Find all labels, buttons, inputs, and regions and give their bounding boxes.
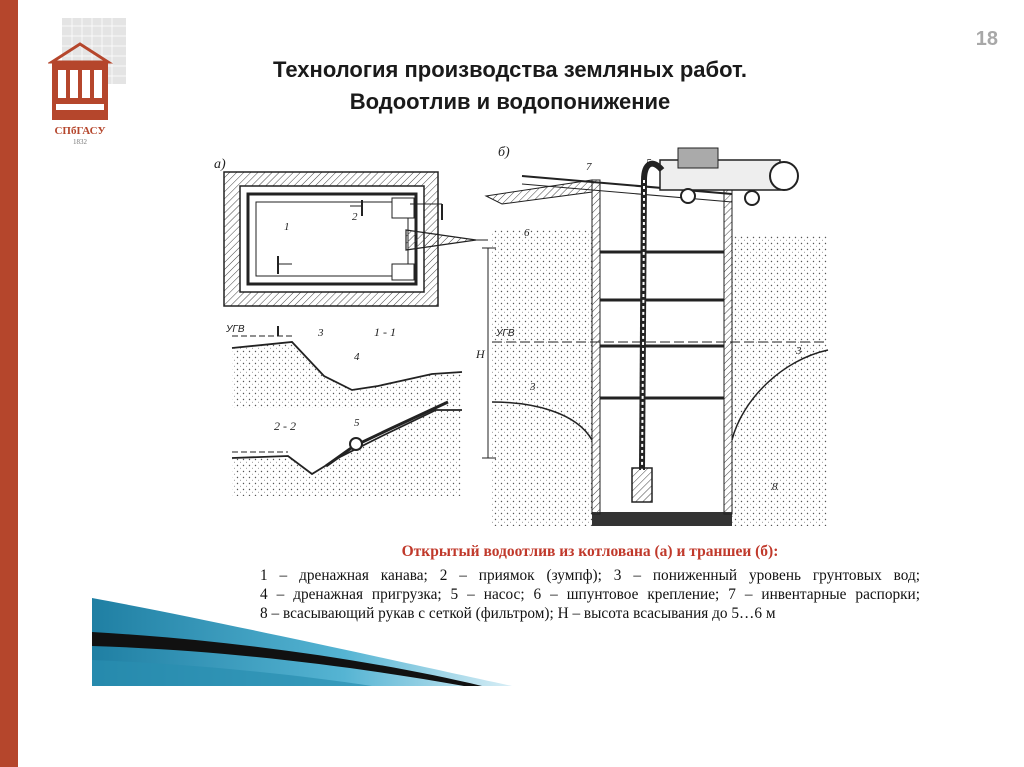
caption-line-3: 8 – всасывающий рукав с сеткой (фильтром… xyxy=(260,605,776,622)
trench-section xyxy=(482,147,829,526)
page-number: 18 xyxy=(975,28,998,50)
callout-4: 4 xyxy=(354,351,360,363)
callout-3-c: 3 xyxy=(795,345,802,357)
title-line-1: Технология производства земляных работ. xyxy=(273,57,747,82)
pump-unit xyxy=(641,147,799,206)
caption-line-2: 4 – дренажная пригрузка; 5 – насос; 6 – … xyxy=(260,586,920,603)
left-accent-bar xyxy=(0,0,18,767)
ugv-label-a: УГВ xyxy=(225,324,245,335)
figure-caption: Открытый водоотлив из котлована (а) и тр… xyxy=(260,542,920,623)
logo-text: СПбГАСУ xyxy=(54,125,105,137)
callout-8: 8 xyxy=(772,481,778,493)
callout-6: 6 xyxy=(524,227,530,239)
callout-3: 3 xyxy=(317,327,324,339)
callout-1: 1 xyxy=(284,221,290,233)
callout-3-b: 3 xyxy=(529,381,536,393)
callout-5-b: 5 xyxy=(646,157,652,169)
callout-7: 7 xyxy=(586,161,592,173)
plan-view xyxy=(223,171,488,307)
logo-year: 1832 xyxy=(73,138,88,146)
section-1-1-label: 1 - 1 xyxy=(374,325,396,339)
h-label: Н xyxy=(475,347,486,361)
dark-swoosh-stripe xyxy=(92,632,482,686)
section-2-2-label: 2 - 2 xyxy=(274,419,296,433)
section-2-2 xyxy=(231,400,462,496)
blue-swoosh xyxy=(92,598,512,686)
section-1-1 xyxy=(231,326,463,408)
caption-title: Открытый водоотлив из котлована (а) и тр… xyxy=(401,543,779,560)
panel-b-label: б) xyxy=(498,145,510,160)
callout-5-a: 5 xyxy=(354,417,360,429)
university-logo: СПбГАСУ 1832 xyxy=(46,16,130,148)
technical-figure: а) 1 2 УГВ 3 4 1 - 1 2 - 2 5 xyxy=(92,140,964,686)
slide-title: Технология производства земляных работ. … xyxy=(140,54,880,118)
caption-line-1: 1 – дренажная канава; 2 – приямок (зумпф… xyxy=(260,567,920,584)
title-line-2: Водоотлив и водопонижение xyxy=(349,89,671,114)
callout-2: 2 xyxy=(352,211,358,223)
panel-a-label: а) xyxy=(214,157,226,172)
ugv-label-b: УГВ xyxy=(495,328,515,339)
lower-swoosh xyxy=(92,660,372,686)
dewatering-diagram: а) 1 2 УГВ 3 4 1 - 1 2 - 2 5 xyxy=(92,145,829,686)
